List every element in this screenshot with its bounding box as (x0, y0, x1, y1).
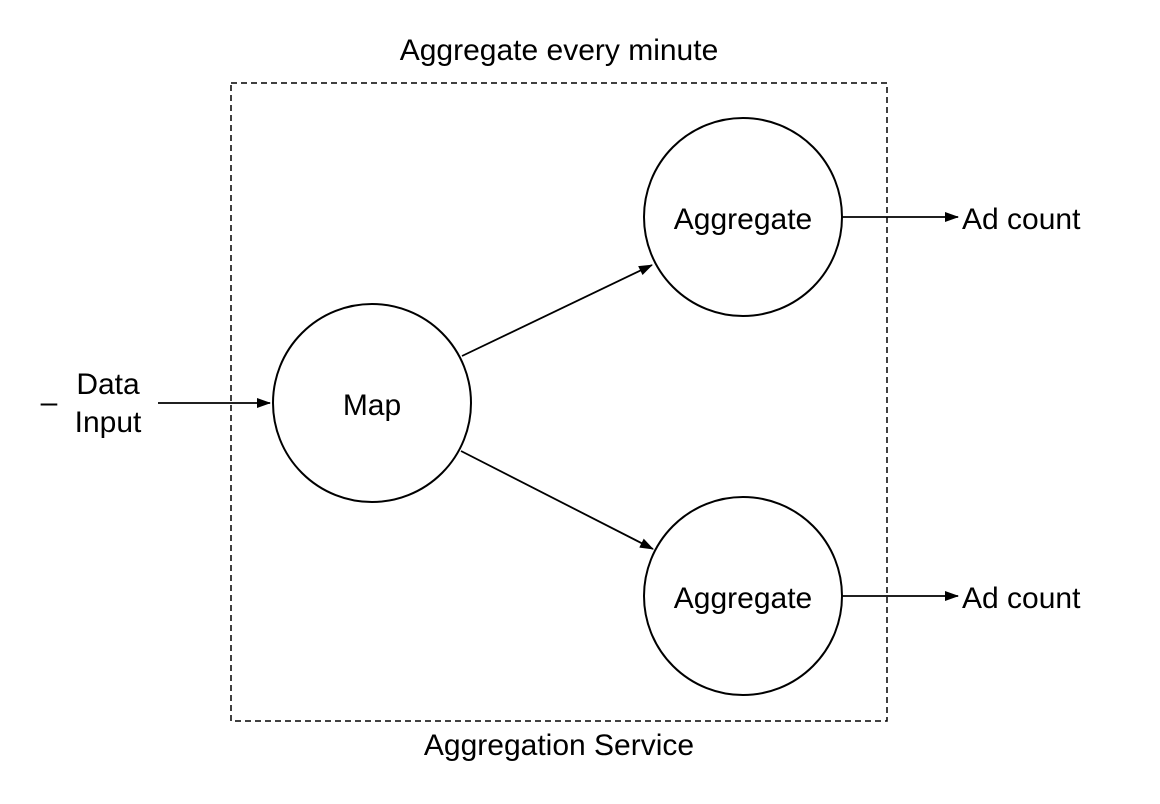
data-input-label-line1: Data (76, 368, 140, 401)
aggregate-node-top (643, 117, 843, 317)
aggregate-node-bottom (643, 496, 843, 696)
aggregation-service-label: Aggregation Service (424, 729, 694, 762)
ad-count-output-top: Ad count (962, 203, 1081, 236)
aggregate-node-top-label: Aggregate (674, 203, 812, 236)
map-to-aggregate-top-arrow (461, 264, 653, 357)
input-dash: – (41, 386, 58, 419)
diagram-title: Aggregate every minute (400, 34, 719, 67)
aggregate-node-bottom-label: Aggregate (674, 582, 812, 615)
map-to-aggregate-bottom-arrow (460, 450, 654, 550)
aggregation-service-boundary (230, 82, 888, 722)
map-node-label: Map (343, 389, 401, 422)
map-node (272, 303, 472, 503)
data-input-label-line2: Input (75, 406, 142, 439)
ad-count-output-bottom: Ad count (962, 582, 1081, 615)
